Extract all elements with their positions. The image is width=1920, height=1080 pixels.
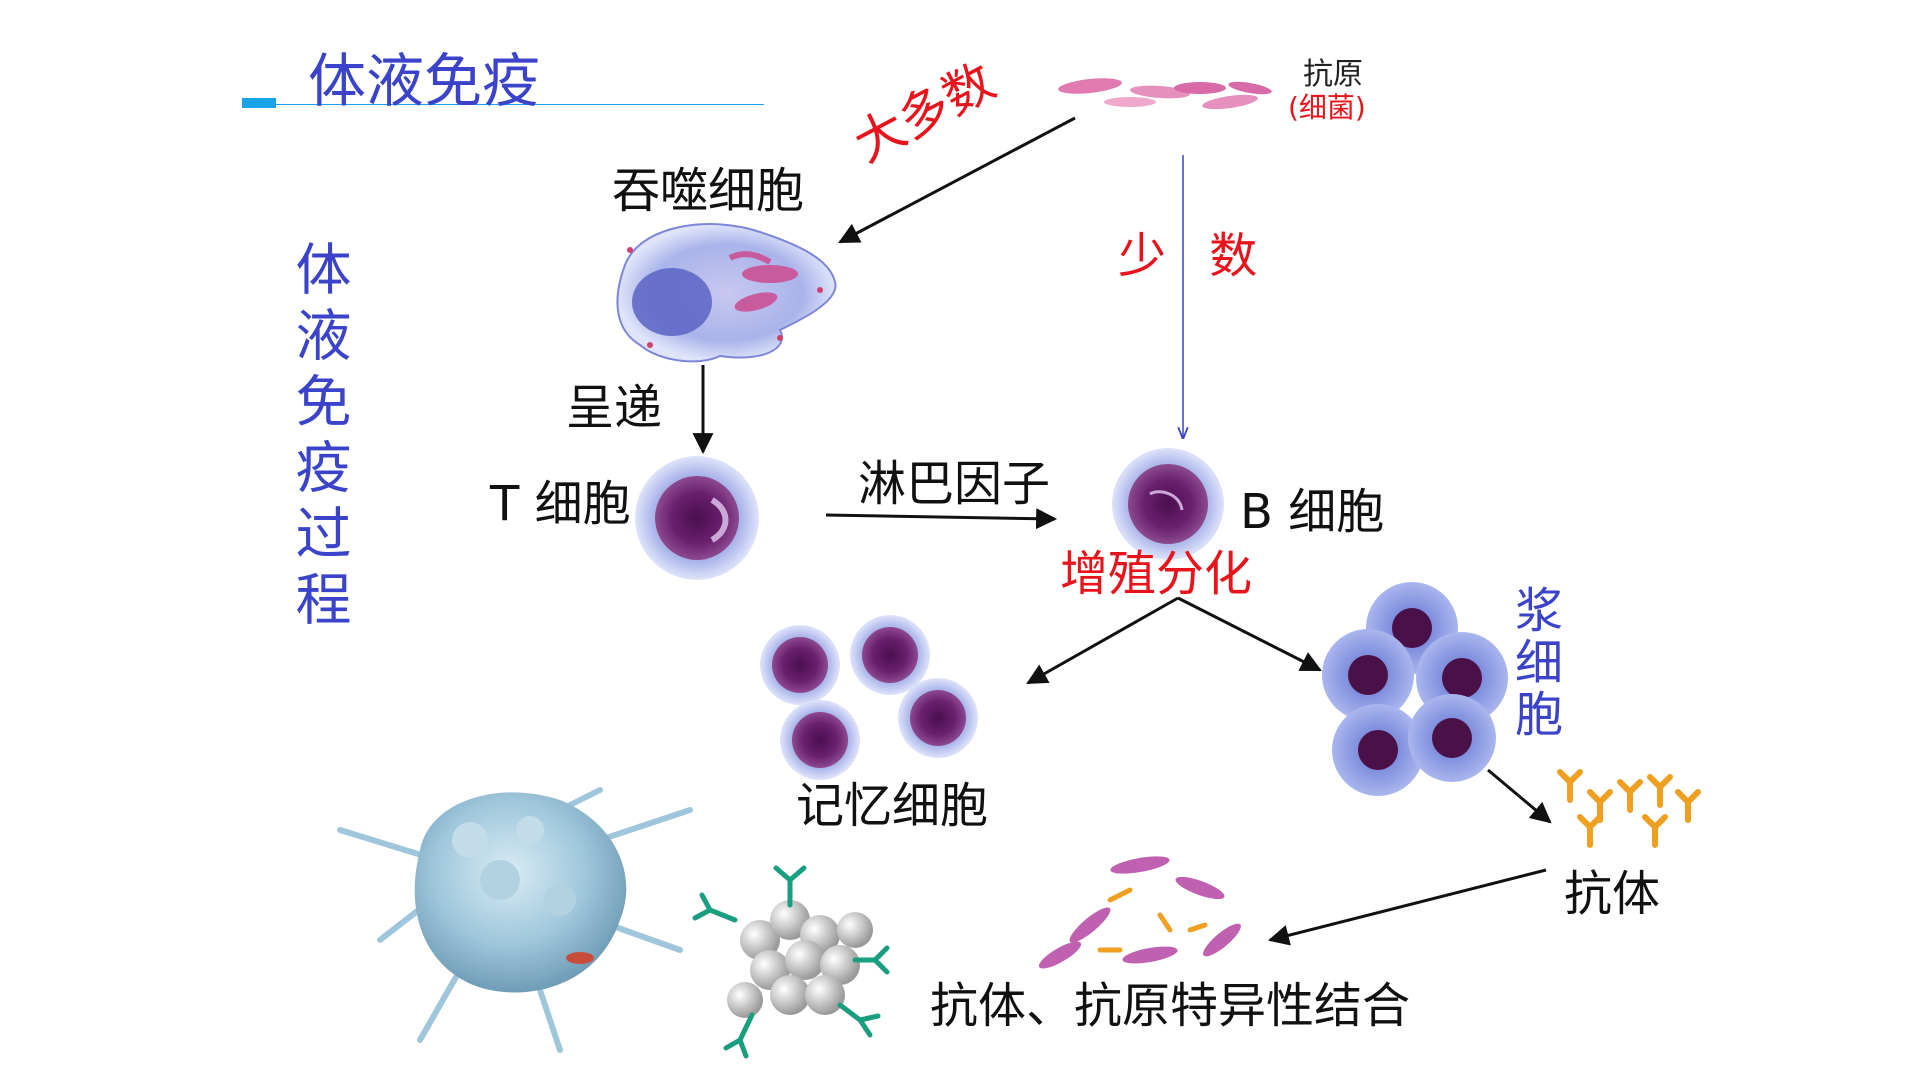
binding-image (1038, 856, 1241, 969)
b-cell-image (1112, 448, 1224, 560)
arrow-to-plasma-cells (1177, 596, 1322, 672)
arrow-antigen-to-phagocyte (838, 116, 1076, 244)
memory-cells-image (760, 615, 978, 780)
phagocyte-image (616, 223, 837, 363)
t-cell-label: T 细胞 (490, 476, 631, 532)
macrophage-image (337, 787, 693, 1053)
b-cell-label: B 细胞 (1240, 484, 1385, 540)
arrow-t-cell-to-b-cell (825, 508, 1058, 530)
arrow-plasma-to-antibody (1487, 768, 1552, 824)
plasma-cell-label: 浆细胞 (1506, 585, 1562, 741)
minority-label: 少 数 (1118, 228, 1272, 284)
complex-image (692, 865, 890, 1059)
arrow-antibody-to-binding (1267, 868, 1547, 946)
antibody-label: 抗体 (1564, 866, 1661, 922)
proliferate-label: 增殖分化 (1060, 546, 1253, 602)
title-accent-bar (242, 98, 276, 108)
slide-title: 体液免疫 (308, 47, 541, 115)
antibodies-image (1557, 769, 1701, 848)
antigen-sublabel: (细菌) (1288, 91, 1366, 124)
antigen-label: 抗原 (1303, 57, 1363, 92)
t-cell-image (635, 456, 759, 580)
title-underline (276, 104, 764, 105)
plasma-cells-image (1322, 582, 1508, 796)
binding-label: 抗体、抗原特异性结合 (930, 978, 1411, 1034)
lymphokine-label: 淋巴因子 (858, 456, 1051, 512)
memory-cell-label: 记忆细胞 (796, 778, 989, 834)
arrow-to-memory-cells (1026, 596, 1179, 685)
present-label: 呈递 (566, 380, 663, 436)
vertical-title: 体液免疫过程 (286, 240, 351, 636)
antigen-bacteria-image (1058, 78, 1272, 110)
phagocyte-label: 吞噬细胞 (612, 163, 805, 219)
